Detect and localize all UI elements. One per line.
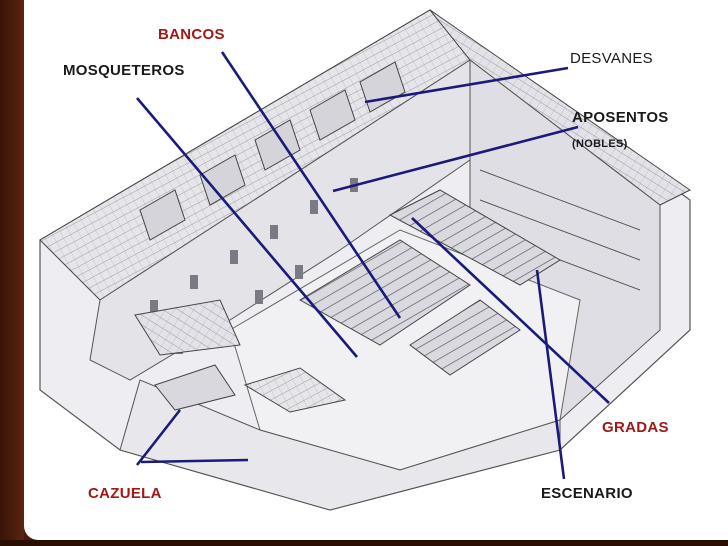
- label-gradas: GRADAS: [602, 419, 669, 436]
- pointer-gradas: [411, 217, 610, 404]
- pointer-cazuela: [135, 409, 182, 466]
- slide-frame-bottom: [0, 540, 728, 546]
- pointer-bancos: [220, 51, 402, 319]
- pointer-lines: [135, 51, 610, 480]
- pointer-cazuela-base: [140, 458, 249, 464]
- pointer-mosqueteros: [136, 97, 358, 358]
- pointer-aposentos: [332, 125, 579, 193]
- pointer-escenario: [535, 269, 566, 480]
- label-escenario: ESCENARIO: [541, 485, 633, 502]
- pointer-desvanes: [364, 66, 569, 104]
- label-mosqueteros: MOSQUETEROS: [63, 62, 185, 79]
- label-cazuela: CAZUELA: [88, 485, 162, 502]
- label-bancos: BANCOS: [158, 26, 225, 43]
- label-nobles: (NOBLES): [572, 138, 628, 150]
- label-desvanes: DESVANES: [570, 50, 653, 67]
- slide-frame-left: [0, 0, 24, 546]
- label-aposentos: APOSENTOS: [572, 109, 669, 126]
